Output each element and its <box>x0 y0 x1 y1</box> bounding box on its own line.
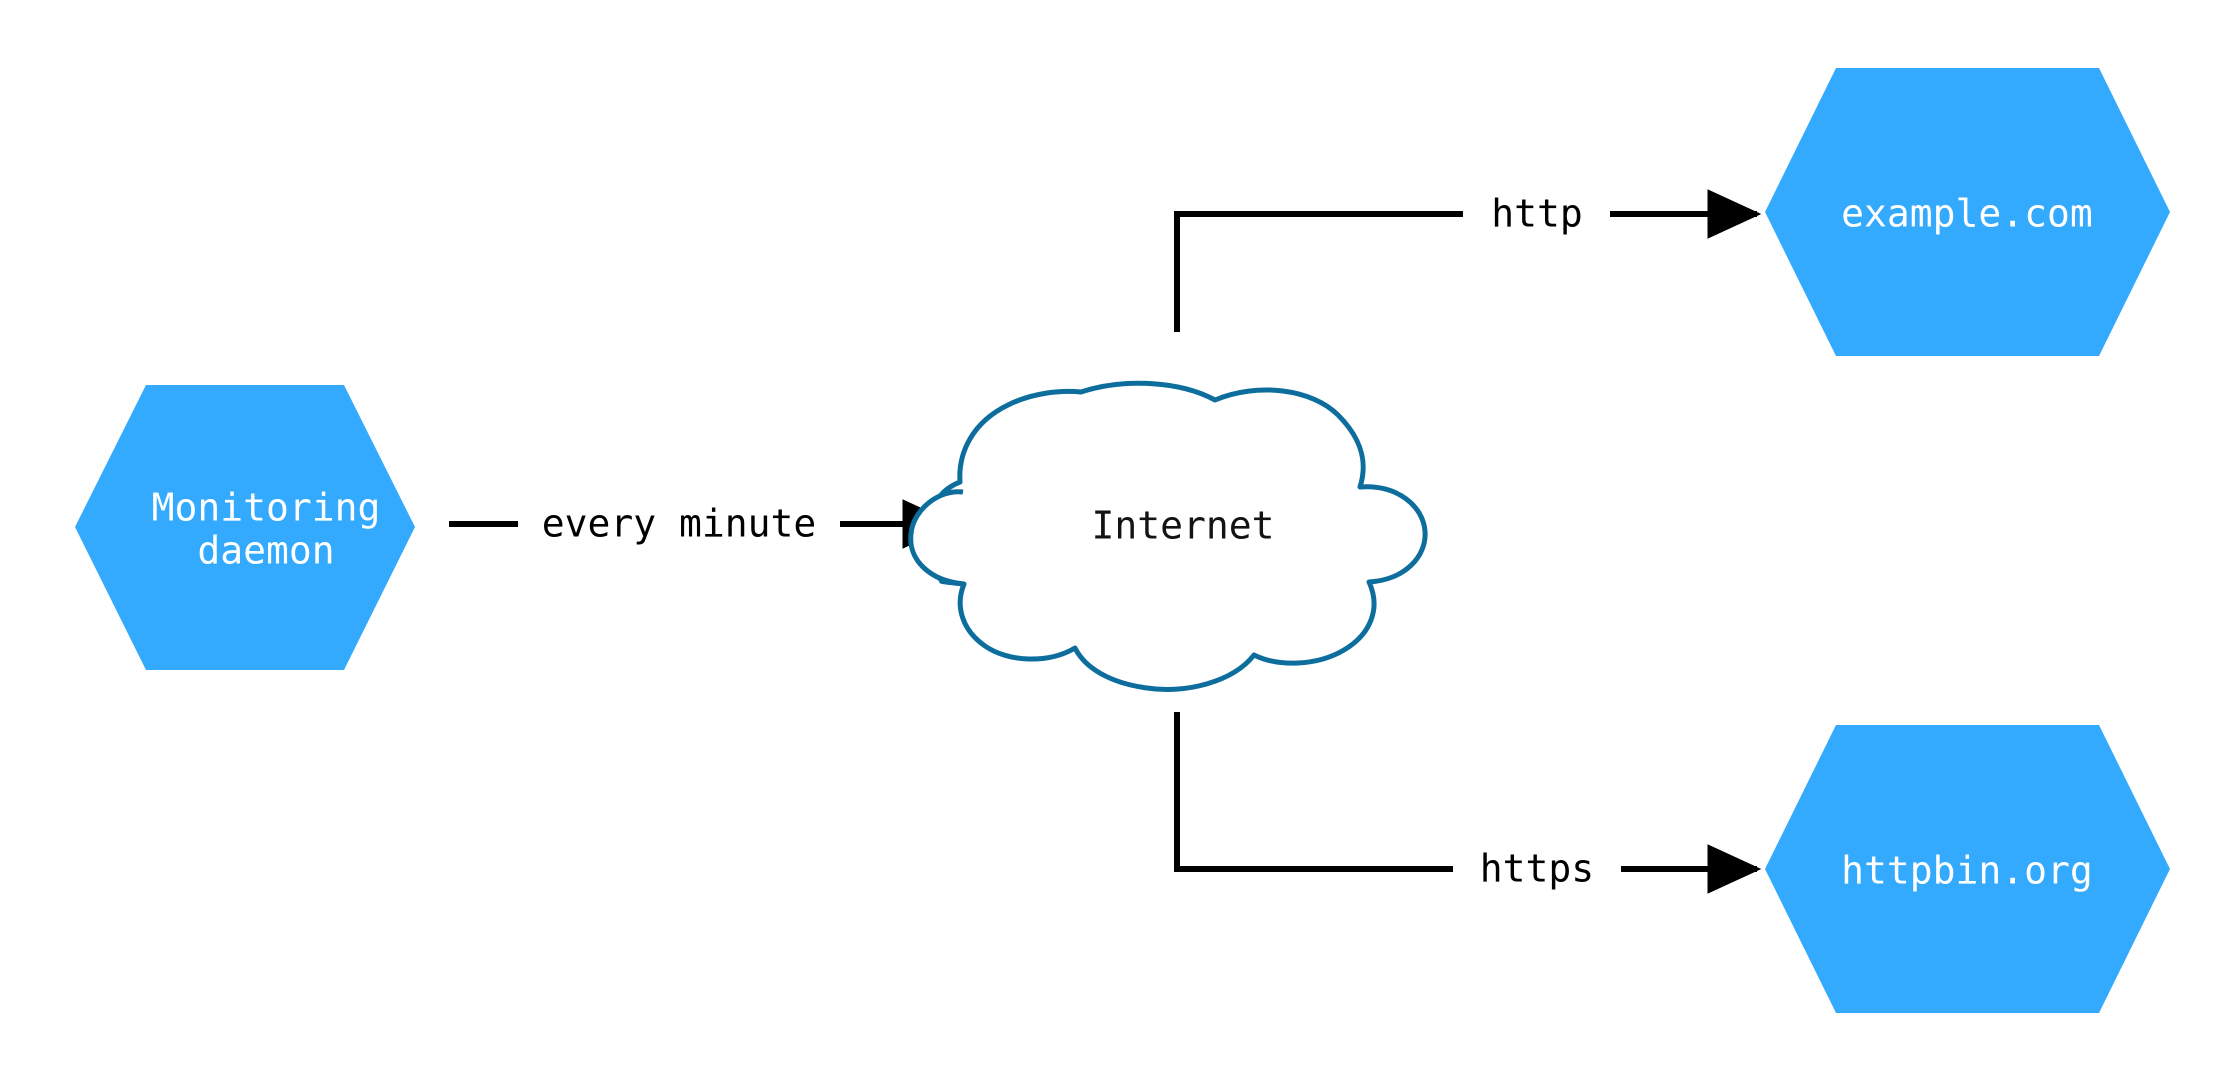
node-label-internet: Internet <box>1091 504 1274 548</box>
edge-label-every-minute: every minute <box>542 502 817 546</box>
node-internet[interactable]: Internet <box>908 380 1428 693</box>
node-label-monitoring-daemon-line1: Monitoring <box>152 486 381 530</box>
node-monitoring-daemon[interactable]: Monitoring daemon <box>75 385 415 670</box>
edge-label-http: http <box>1491 192 1583 236</box>
edge-internet-to-httpbin: https <box>1174 712 1762 894</box>
node-httpbin-org[interactable]: httpbin.org <box>1765 725 2170 1013</box>
hexagon-shape-monitoring-daemon <box>75 385 415 670</box>
edge-label-https: https <box>1480 847 1594 891</box>
edge-internet-to-example: http <box>1174 189 1762 332</box>
node-label-example-com: example.com <box>1841 192 2093 236</box>
edge-daemon-to-internet: every minute <box>449 499 957 549</box>
hexagon-shape-example-com <box>1765 68 2170 356</box>
node-label-httpbin-org: httpbin.org <box>1841 849 2093 893</box>
edge-path-http-elbow <box>1174 211 1463 332</box>
edge-path-https-elbow <box>1174 712 1453 872</box>
node-example-com[interactable]: example.com <box>1765 68 2170 356</box>
node-label-monitoring-daemon-line2: daemon <box>197 529 334 573</box>
cloud-shape-internet-left-lobes <box>908 489 965 587</box>
hexagon-shape-httpbin-org <box>1765 725 2170 1013</box>
